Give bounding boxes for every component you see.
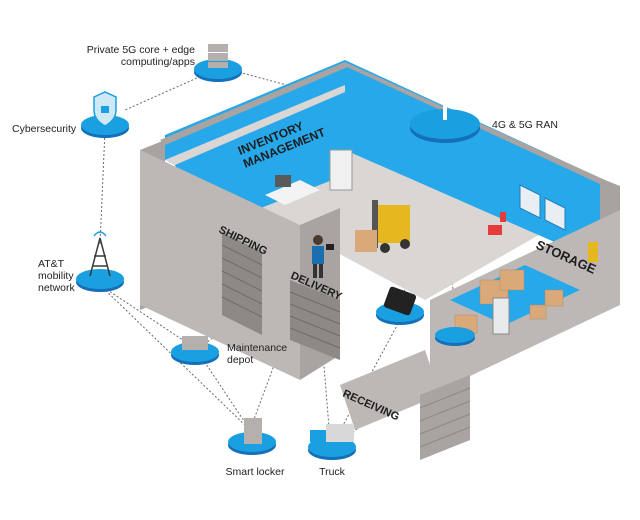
fire-extinguisher <box>500 212 506 222</box>
worker <box>312 235 334 278</box>
receiving-stairs <box>420 375 470 460</box>
storage-floor-area <box>450 265 580 325</box>
label-cybersecurity: Cybersecurity <box>12 123 77 135</box>
delivery-door-slats <box>289 291 341 349</box>
printer <box>329 149 353 191</box>
receiving-dock <box>340 350 440 430</box>
link-mobility-maint <box>99 284 196 349</box>
ran-node <box>410 57 480 143</box>
storage-boxes <box>454 269 564 334</box>
desk-monitor <box>275 175 291 187</box>
phone-node <box>376 286 424 325</box>
smartlocker-node <box>228 418 276 455</box>
shipping-door <box>222 232 262 335</box>
link-cyber-mobility <box>99 129 106 246</box>
office-desk <box>265 180 320 205</box>
storage-panel <box>588 242 598 262</box>
shipping-door-slats <box>221 244 263 318</box>
label-smartlocker: Smart locker <box>225 466 285 478</box>
storage-shelf <box>492 297 510 335</box>
storage-node <box>435 327 475 346</box>
forklift <box>355 200 410 253</box>
maintenance-node <box>171 336 219 365</box>
label-ran: 4G & 5G RAN <box>492 119 558 131</box>
cybersecurity-node <box>81 91 129 138</box>
label-truck: Truck <box>319 466 345 478</box>
private5g-node <box>194 44 242 82</box>
delivery-door <box>290 280 340 360</box>
mobility-node <box>76 231 124 292</box>
truck-node <box>308 424 356 460</box>
link-maint-locker <box>199 354 251 431</box>
wall-top-left <box>160 62 350 145</box>
storage-vents <box>519 184 566 231</box>
fire-alarm <box>488 225 502 235</box>
stairs-steps <box>419 387 471 448</box>
